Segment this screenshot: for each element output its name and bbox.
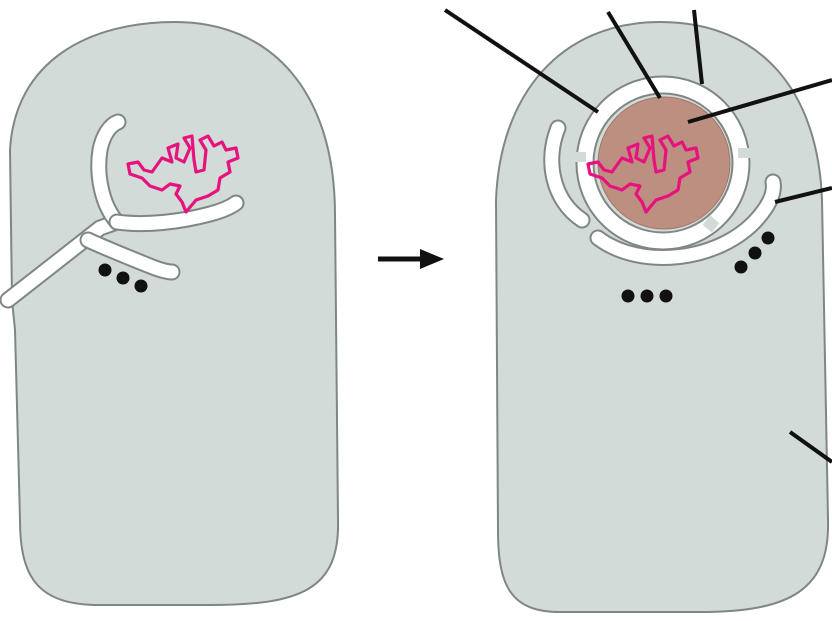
ribosome-dot	[99, 264, 112, 277]
nuclear-pore	[568, 152, 586, 162]
cell-after	[496, 22, 828, 612]
ribosome-dot	[622, 290, 635, 303]
ribosome-dot	[749, 247, 762, 260]
ribosome-dot	[135, 280, 148, 293]
cell-body	[10, 22, 338, 605]
cell-before	[8, 22, 338, 605]
ribosome-dot	[117, 272, 130, 285]
ribosome-dot	[660, 290, 673, 303]
ribosome-dot	[641, 290, 654, 303]
nuclear-pore	[738, 148, 756, 158]
ribosome-dot	[735, 261, 748, 274]
ribosome-dot	[762, 232, 775, 245]
transition-arrow	[378, 249, 444, 269]
